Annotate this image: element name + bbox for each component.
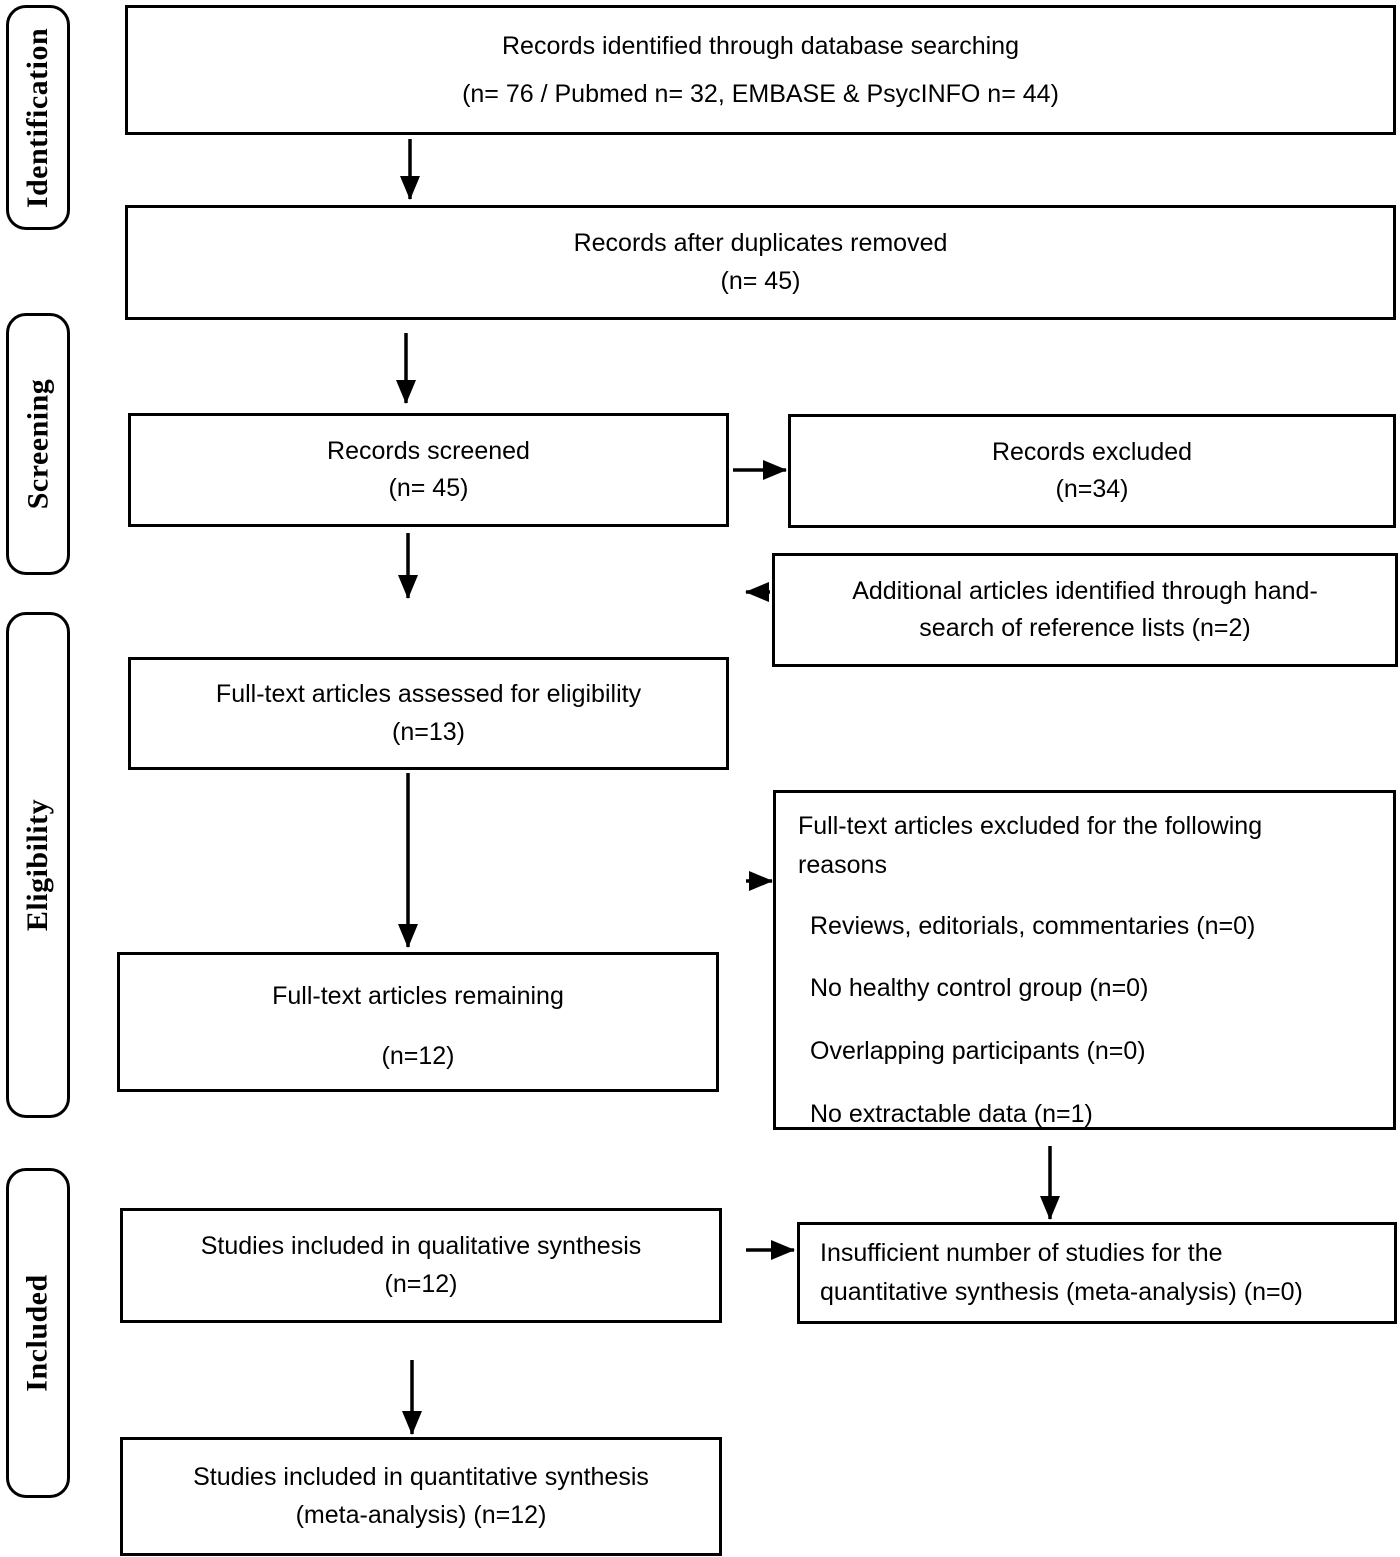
records-identified-line1: Records identified through database sear… [501,32,1019,61]
fulltext-remaining-line1: Full-text articles remaining [272,982,564,1010]
stage-screening: Screening [6,313,70,575]
quantitative-synthesis-line2: (meta-analysis) (n=12) [295,1500,547,1529]
stage-eligibility-label: Eligibility [21,798,55,932]
records-screened-line1: Records screened [327,436,530,465]
excluded-reason-reviews: Reviews, editorials, commentaries (n=0) [810,911,1256,940]
fulltext-excluded-heading-line2: reasons [798,850,887,879]
fulltext-remaining-line2: (n=12) [381,1042,455,1070]
box-records-excluded: Records excluded (n=34) [788,414,1396,528]
records-excluded-line1: Records excluded [991,437,1193,466]
stage-identification: Identification [6,5,70,230]
stage-included: Included [6,1168,70,1498]
stage-included-label: Included [21,1274,55,1392]
excluded-reason-overlapping: Overlapping participants (n=0) [810,1037,1146,1065]
stage-identification-label: Identification [21,27,54,208]
hand-search-line1: Additional articles identified through h… [852,576,1318,605]
box-fulltext-excluded-reasons: Full-text articles excluded for the foll… [773,790,1396,1130]
quantitative-synthesis-line1: Studies included in quantitative synthes… [193,1463,649,1491]
fulltext-assessed-line1: Full-text articles assessed for eligibil… [215,680,642,708]
fulltext-assessed-line2: (n=13) [392,717,465,746]
qualitative-synthesis-line1: Studies included in qualitative synthesi… [200,1232,642,1260]
qualitative-synthesis-line2: (n=12) [384,1269,458,1298]
excluded-reason-no-control: No healthy control group (n=0) [810,974,1149,1003]
records-excluded-line2: (n=34) [1055,475,1129,503]
box-duplicates-removed: Records after duplicates removed (n= 45) [125,205,1396,320]
records-identified-line2: (n= 76 / Pubmed n= 32, EMBASE & PsycINFO… [462,79,1059,108]
box-fulltext-remaining: Full-text articles remaining (n=12) [117,952,719,1092]
stage-screening-label: Screening [21,378,55,510]
box-qualitative-synthesis: Studies included in qualitative synthesi… [120,1208,722,1323]
box-hand-search: Additional articles identified through h… [772,553,1398,667]
excluded-reason-no-data: No extractable data (n=1) [810,1099,1093,1128]
duplicates-removed-line1: Records after duplicates removed [573,229,948,257]
insufficient-studies-line2: quantitative synthesis (meta-analysis) (… [820,1278,1303,1306]
box-fulltext-assessed: Full-text articles assessed for eligibil… [128,657,729,770]
box-quantitative-synthesis: Studies included in quantitative synthes… [120,1437,722,1556]
insufficient-studies-line1: Insufficient number of studies for the [820,1239,1223,1268]
duplicates-removed-line2: (n= 45) [720,266,801,295]
box-insufficient-studies: Insufficient number of studies for the q… [797,1222,1397,1324]
fulltext-excluded-heading-line1: Full-text articles excluded for the foll… [798,812,1263,840]
hand-search-line2: search of reference lists (n=2) [919,614,1251,642]
stage-eligibility: Eligibility [6,612,70,1118]
records-screened-line2: (n= 45) [388,474,469,502]
box-records-identified: Records identified through database sear… [125,5,1396,135]
box-records-screened: Records screened (n= 45) [128,413,729,527]
